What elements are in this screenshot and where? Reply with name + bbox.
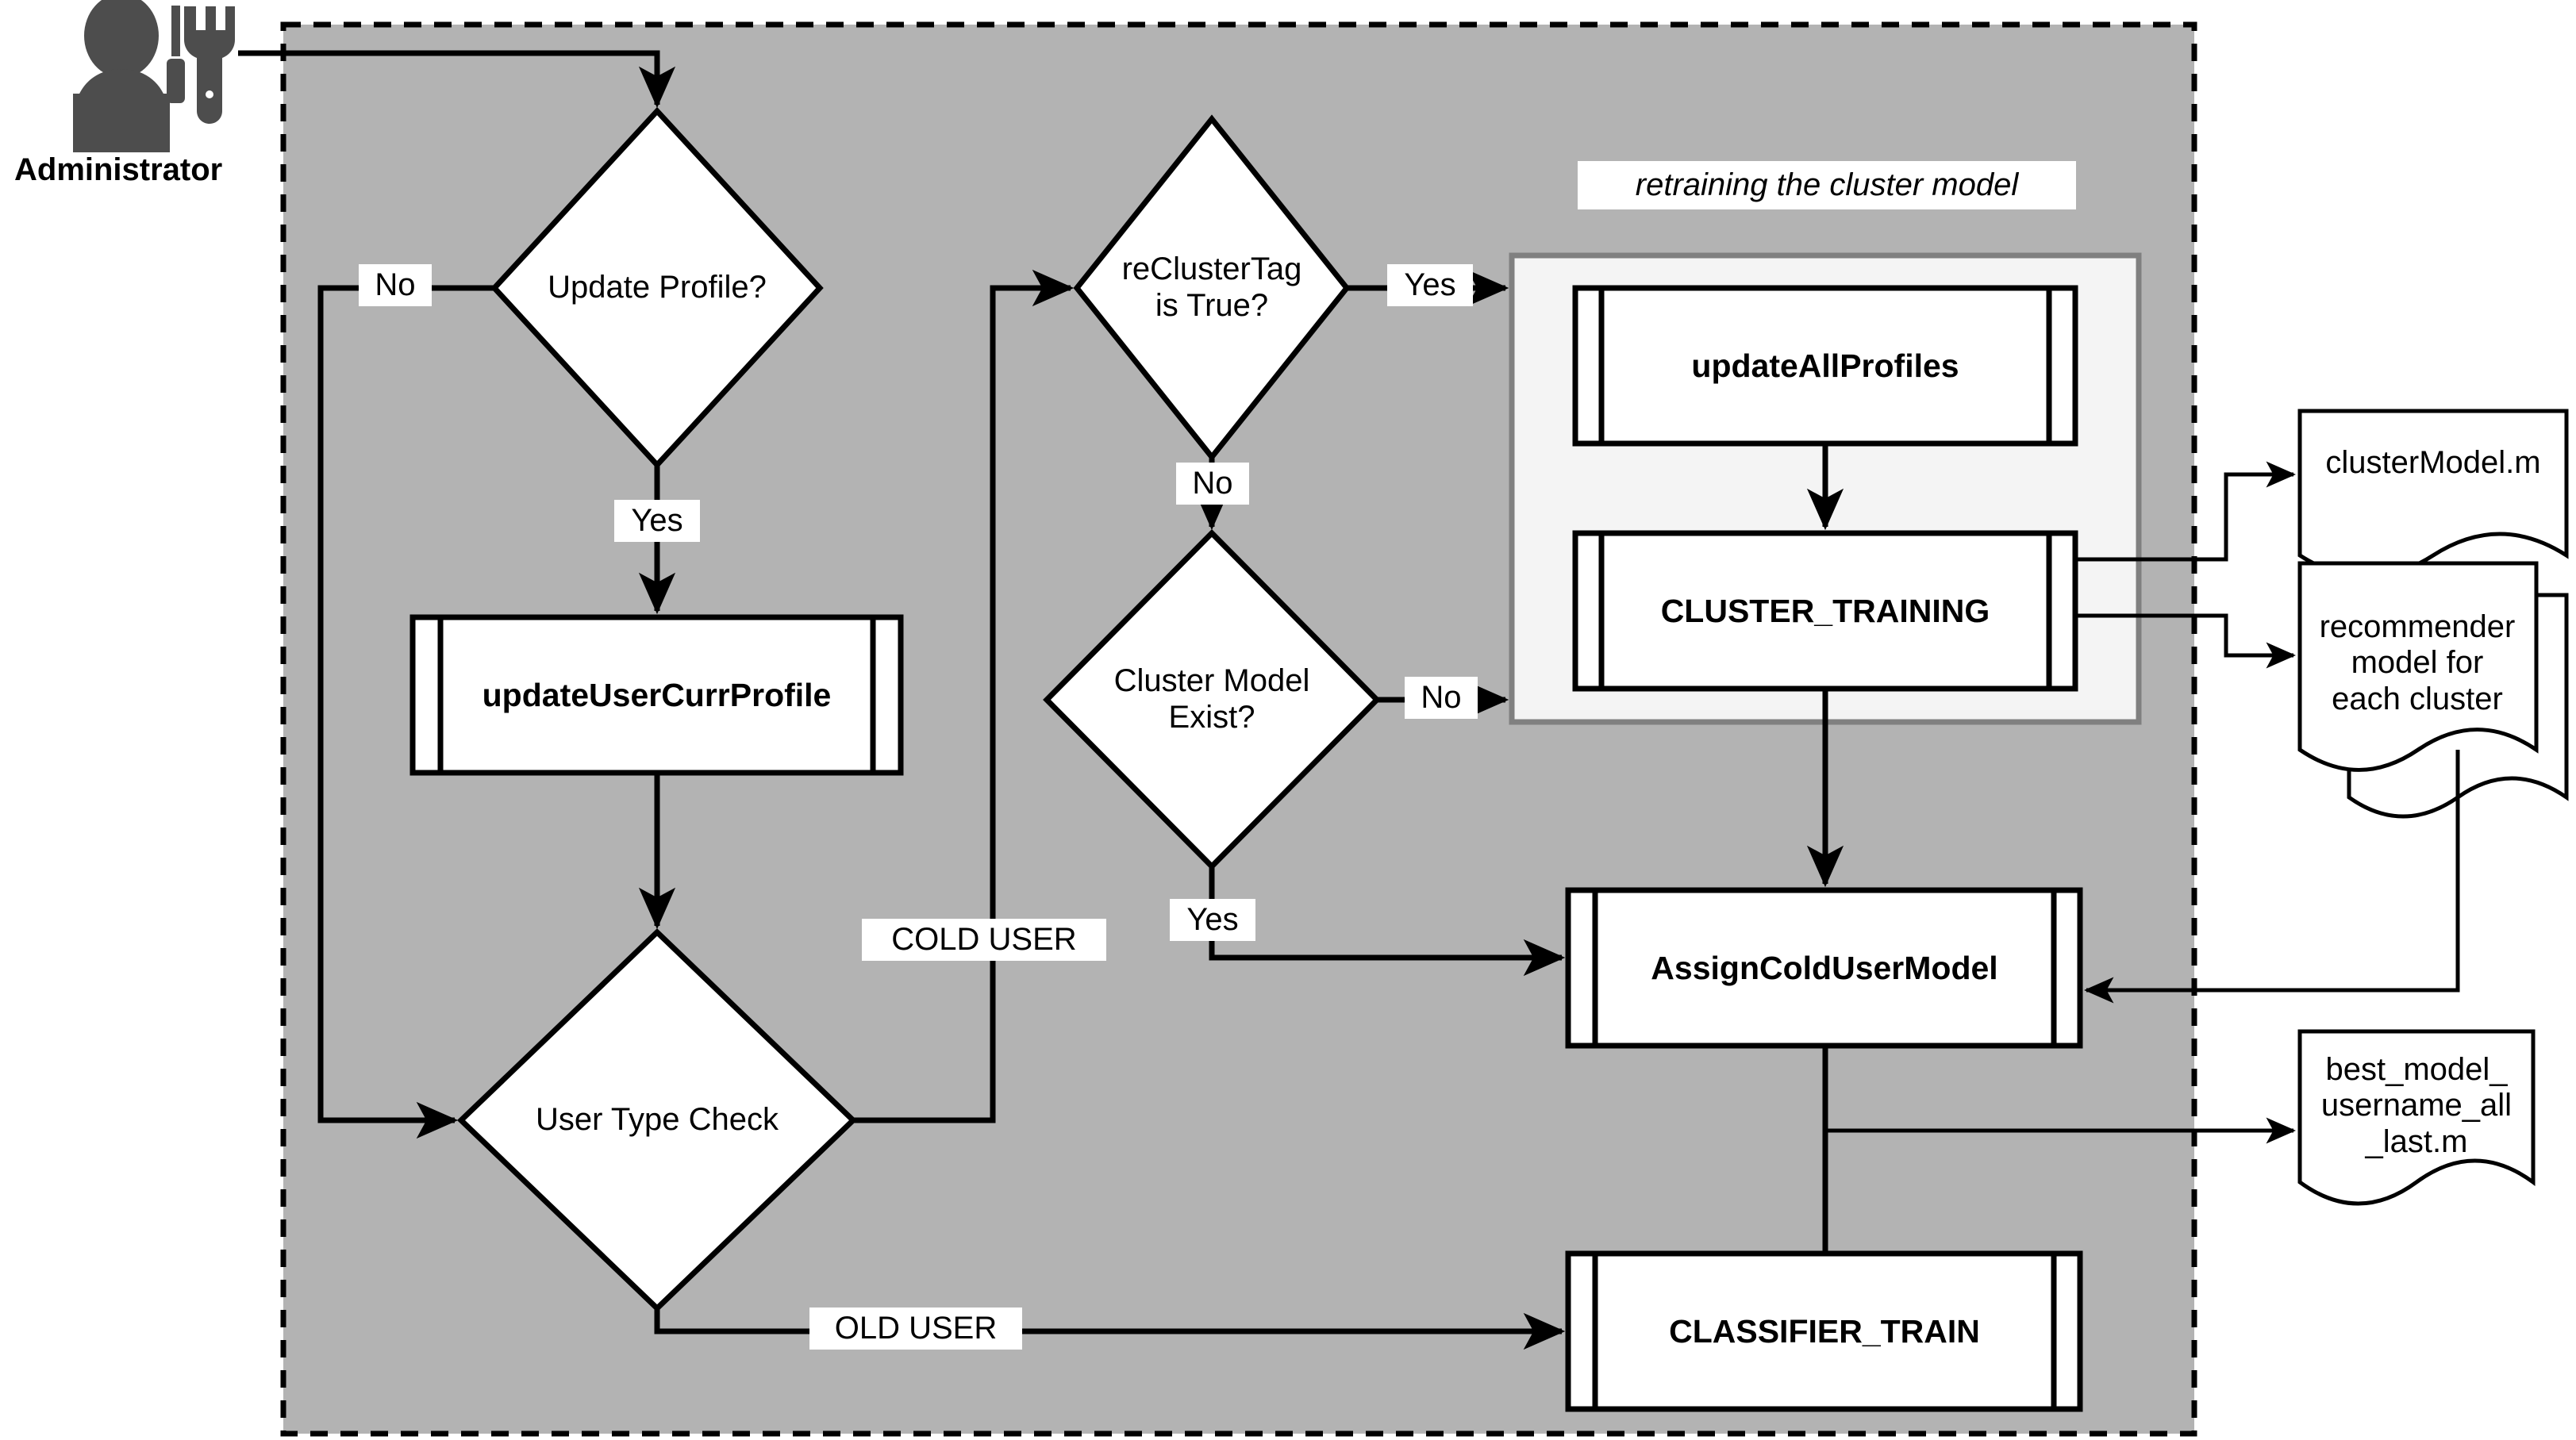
process-label-cluster-training: CLUSTER_TRAINING [1660, 592, 1990, 629]
edge-label-no-recluster-tag: No [1176, 463, 1249, 505]
document-label-recommender: recommender model for each cluster [2319, 609, 2516, 716]
process-label-assign-cold-user-model: AssignColdUserModel [1651, 949, 1998, 986]
decision-label-cluster-model-exist: Cluster Model Exist? [1113, 663, 1310, 735]
edge-label-yes-cluster-model-exist: Yes [1170, 899, 1255, 941]
process-assign-cold-user-model [1565, 887, 2083, 1049]
process-label-update-all-profiles: updateAllProfiles [1691, 347, 1959, 384]
edge-admin-to-update-profile [238, 50, 676, 109]
edge-cold-user [853, 269, 1075, 1123]
document-cluster-model [2297, 409, 2569, 579]
edge-label-no-cluster-model-exist: No [1405, 677, 1478, 719]
decision-label-user-type-check: User Type Check [535, 1102, 779, 1138]
process-cluster-training [1572, 530, 2078, 692]
actor-label: Administrator [14, 152, 223, 187]
document-label-cluster-model: clusterModel.m [2325, 445, 2541, 481]
user-tools-icon [73, 0, 235, 152]
edge-cluster-exist-yes [1209, 866, 1566, 977]
process-label-update-user-curr-profile: updateUserCurrProfile [482, 676, 832, 713]
edge-cluster-training-to-recommender-doc [2075, 613, 2297, 669]
edge-old-user [654, 1308, 1566, 1350]
retraining-group-label: retraining the cluster model [1578, 161, 2076, 209]
edge-label-old-user: OLD USER [809, 1308, 1022, 1350]
edge-cluster-training-to-cluster-model-doc [2075, 461, 2297, 562]
document-best-model [2297, 1029, 2536, 1206]
edge-label-yes-update-profile: Yes [614, 500, 700, 542]
edge-label-yes-recluster-tag: Yes [1387, 264, 1473, 306]
process-label-classifier-train: CLASSIFIER_TRAIN [1669, 1312, 1980, 1350]
edge-recommender-doc-to-assign [2083, 750, 2460, 1004]
edge-label-cold-user: COLD USER [862, 919, 1106, 961]
document-recommender [2297, 561, 2539, 772]
decision-label-update-profile: Update Profile? [548, 270, 767, 305]
process-classifier-train [1565, 1250, 2083, 1412]
document-label-best-model: best_model_ username_all _last.m [2320, 1051, 2513, 1159]
process-update-all-profiles [1572, 285, 2078, 447]
edge-label-no-update-profile: No [359, 264, 432, 306]
decision-label-recluster-tag: reClusterTag is True? [1121, 252, 1302, 323]
